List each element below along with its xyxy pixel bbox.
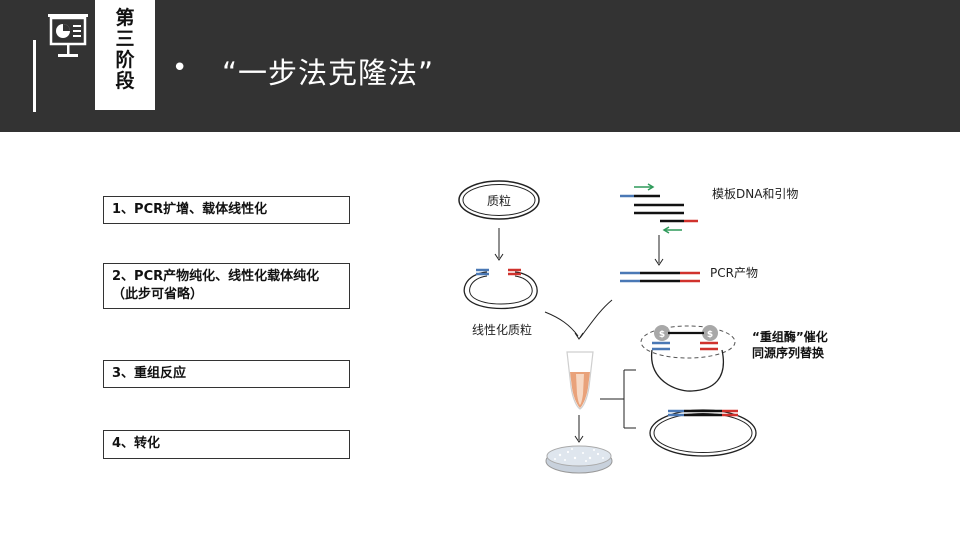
step-box-1: 1、PCR扩增、载体线性化 (103, 196, 350, 224)
merge-arrow-right (579, 299, 613, 339)
recombinase-zone (640, 325, 736, 359)
plasmid-label: 质粒 (487, 193, 511, 208)
plasmid-ring (458, 180, 540, 220)
page-title: “一步法克隆法” (222, 56, 435, 90)
presentation-board-icon (48, 14, 88, 57)
merge-arrow-head (574, 332, 584, 340)
primer-arrow-head (647, 183, 655, 191)
tube-liquid-shade (576, 374, 584, 405)
arrow-head (494, 253, 504, 261)
recombinant-plasmid (649, 409, 757, 457)
enzyme-molecule (654, 325, 670, 341)
enzyme-molecule (702, 325, 718, 341)
stage-tag: 第 三 阶 段 (95, 0, 155, 110)
linearized-plasmid-backbone-inner (469, 275, 533, 305)
stage-tag-text: 第 三 阶 段 (95, 8, 155, 92)
enzyme-symbol: $ (707, 330, 713, 340)
pcr-product-label: PCR产物 (710, 266, 758, 280)
step-box-4: 4、转化 (103, 430, 350, 459)
step-label: 3、重组反应 (112, 366, 187, 381)
step-label: 1、PCR扩增、载体线性化 (112, 202, 268, 217)
recombinant-plasmid-inner (653, 413, 753, 453)
enzyme-symbol: $ (659, 330, 665, 340)
step-box-2: 2、PCR产物纯化、线性化载体纯化（此步可省略） (103, 263, 350, 309)
stage-tag-char: 阶 (115, 49, 135, 71)
petri-dish-top (546, 445, 612, 467)
enzyme-label-line1: “重组酶”催化 (752, 329, 828, 344)
arrow-head (574, 435, 584, 443)
merge-arrow-left (544, 311, 579, 337)
header-divider-line (33, 40, 36, 112)
arrow-head (654, 258, 664, 266)
title-bullet: • (172, 53, 188, 83)
header-bar: 第 三 阶 段 • “一步法克隆法” (0, 0, 960, 132)
stage-tag-char: 段 (115, 70, 135, 92)
linearized-plasmid-label: 线性化质粒 (472, 322, 532, 337)
stage-tag-char: 三 (115, 28, 135, 50)
linearized-plasmid-backbone (463, 271, 538, 310)
bacterial-colonies (554, 448, 604, 462)
enzyme-label-line2: 同源序列替换 (752, 345, 825, 360)
step-box-3: 3、重组反应 (103, 360, 350, 388)
step-label: 2、PCR产物纯化、线性化载体纯化（此步可省略） (112, 269, 320, 302)
stage-tag-char: 第 (115, 7, 135, 29)
step-label: 4、转化 (112, 436, 161, 451)
primer-arrow-head (662, 226, 670, 234)
template-label: 模板DNA和引物 (712, 187, 798, 201)
recombination-backbone (651, 349, 724, 392)
plasmid-ring-inner (462, 184, 536, 216)
